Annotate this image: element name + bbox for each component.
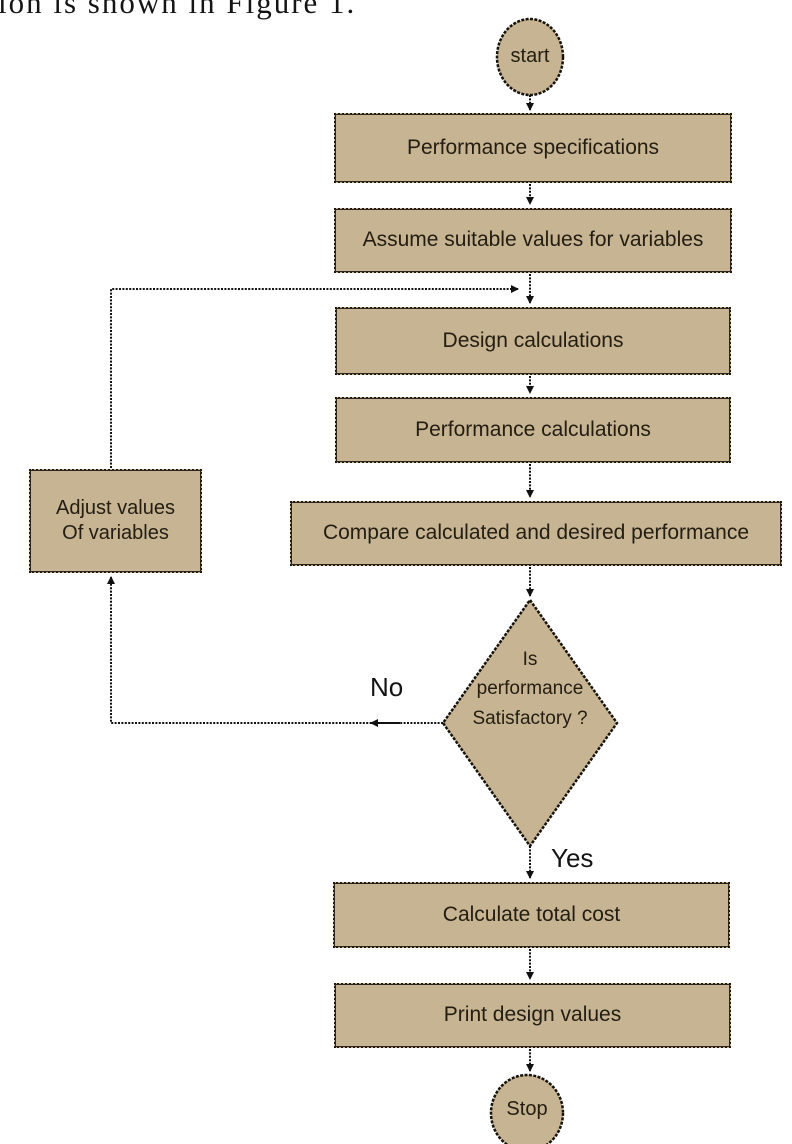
process-box-design-calculations: Design calculations <box>335 307 731 375</box>
process-label: Assume suitable values for variables <box>362 228 704 252</box>
process-box-calculate-total-cost: Calculate total cost <box>333 882 730 948</box>
connector-feedback-loop <box>110 285 519 468</box>
process-label: Calculate total cost <box>442 902 621 926</box>
process-label: Print design values <box>443 1003 622 1027</box>
decision-text: Is performance Satisfactory ? <box>430 645 630 733</box>
process-label-line2: Of variables <box>62 522 169 544</box>
process-label: Performance calculations <box>415 417 651 441</box>
start-terminal-ellipse <box>495 17 565 97</box>
figure-caption-fragment: ion is shown in Figure 1. <box>0 0 357 20</box>
process-box-adjust-values: Adjust values Of variables <box>29 469 202 573</box>
connector-no-path <box>107 576 443 724</box>
process-label: Performance specifications <box>406 135 660 159</box>
process-label: Compare calculated and desired performan… <box>322 521 750 545</box>
decision-line3: Satisfactory ? <box>472 707 588 729</box>
edge-label-yes: Yes <box>551 843 594 873</box>
stop-terminal-ellipse <box>489 1073 565 1144</box>
process-label-line1: Adjust values <box>56 497 175 519</box>
process-box-performance-specifications: Performance specifications <box>334 113 732 183</box>
process-box-compare-performance: Compare calculated and desired performan… <box>290 501 782 566</box>
process-box-print-design-values: Print design values <box>334 983 731 1048</box>
start-terminal-label: start <box>510 45 550 67</box>
process-box-performance-calculations: Performance calculations <box>335 397 731 463</box>
process-label: Design calculations <box>442 328 624 352</box>
edge-label-no: No <box>370 672 404 702</box>
decision-line1: Is <box>522 649 538 670</box>
process-box-assume-values: Assume suitable values for variables <box>334 208 732 273</box>
decision-line2: performance <box>476 678 584 700</box>
stop-terminal-label: Stop <box>506 1098 548 1120</box>
